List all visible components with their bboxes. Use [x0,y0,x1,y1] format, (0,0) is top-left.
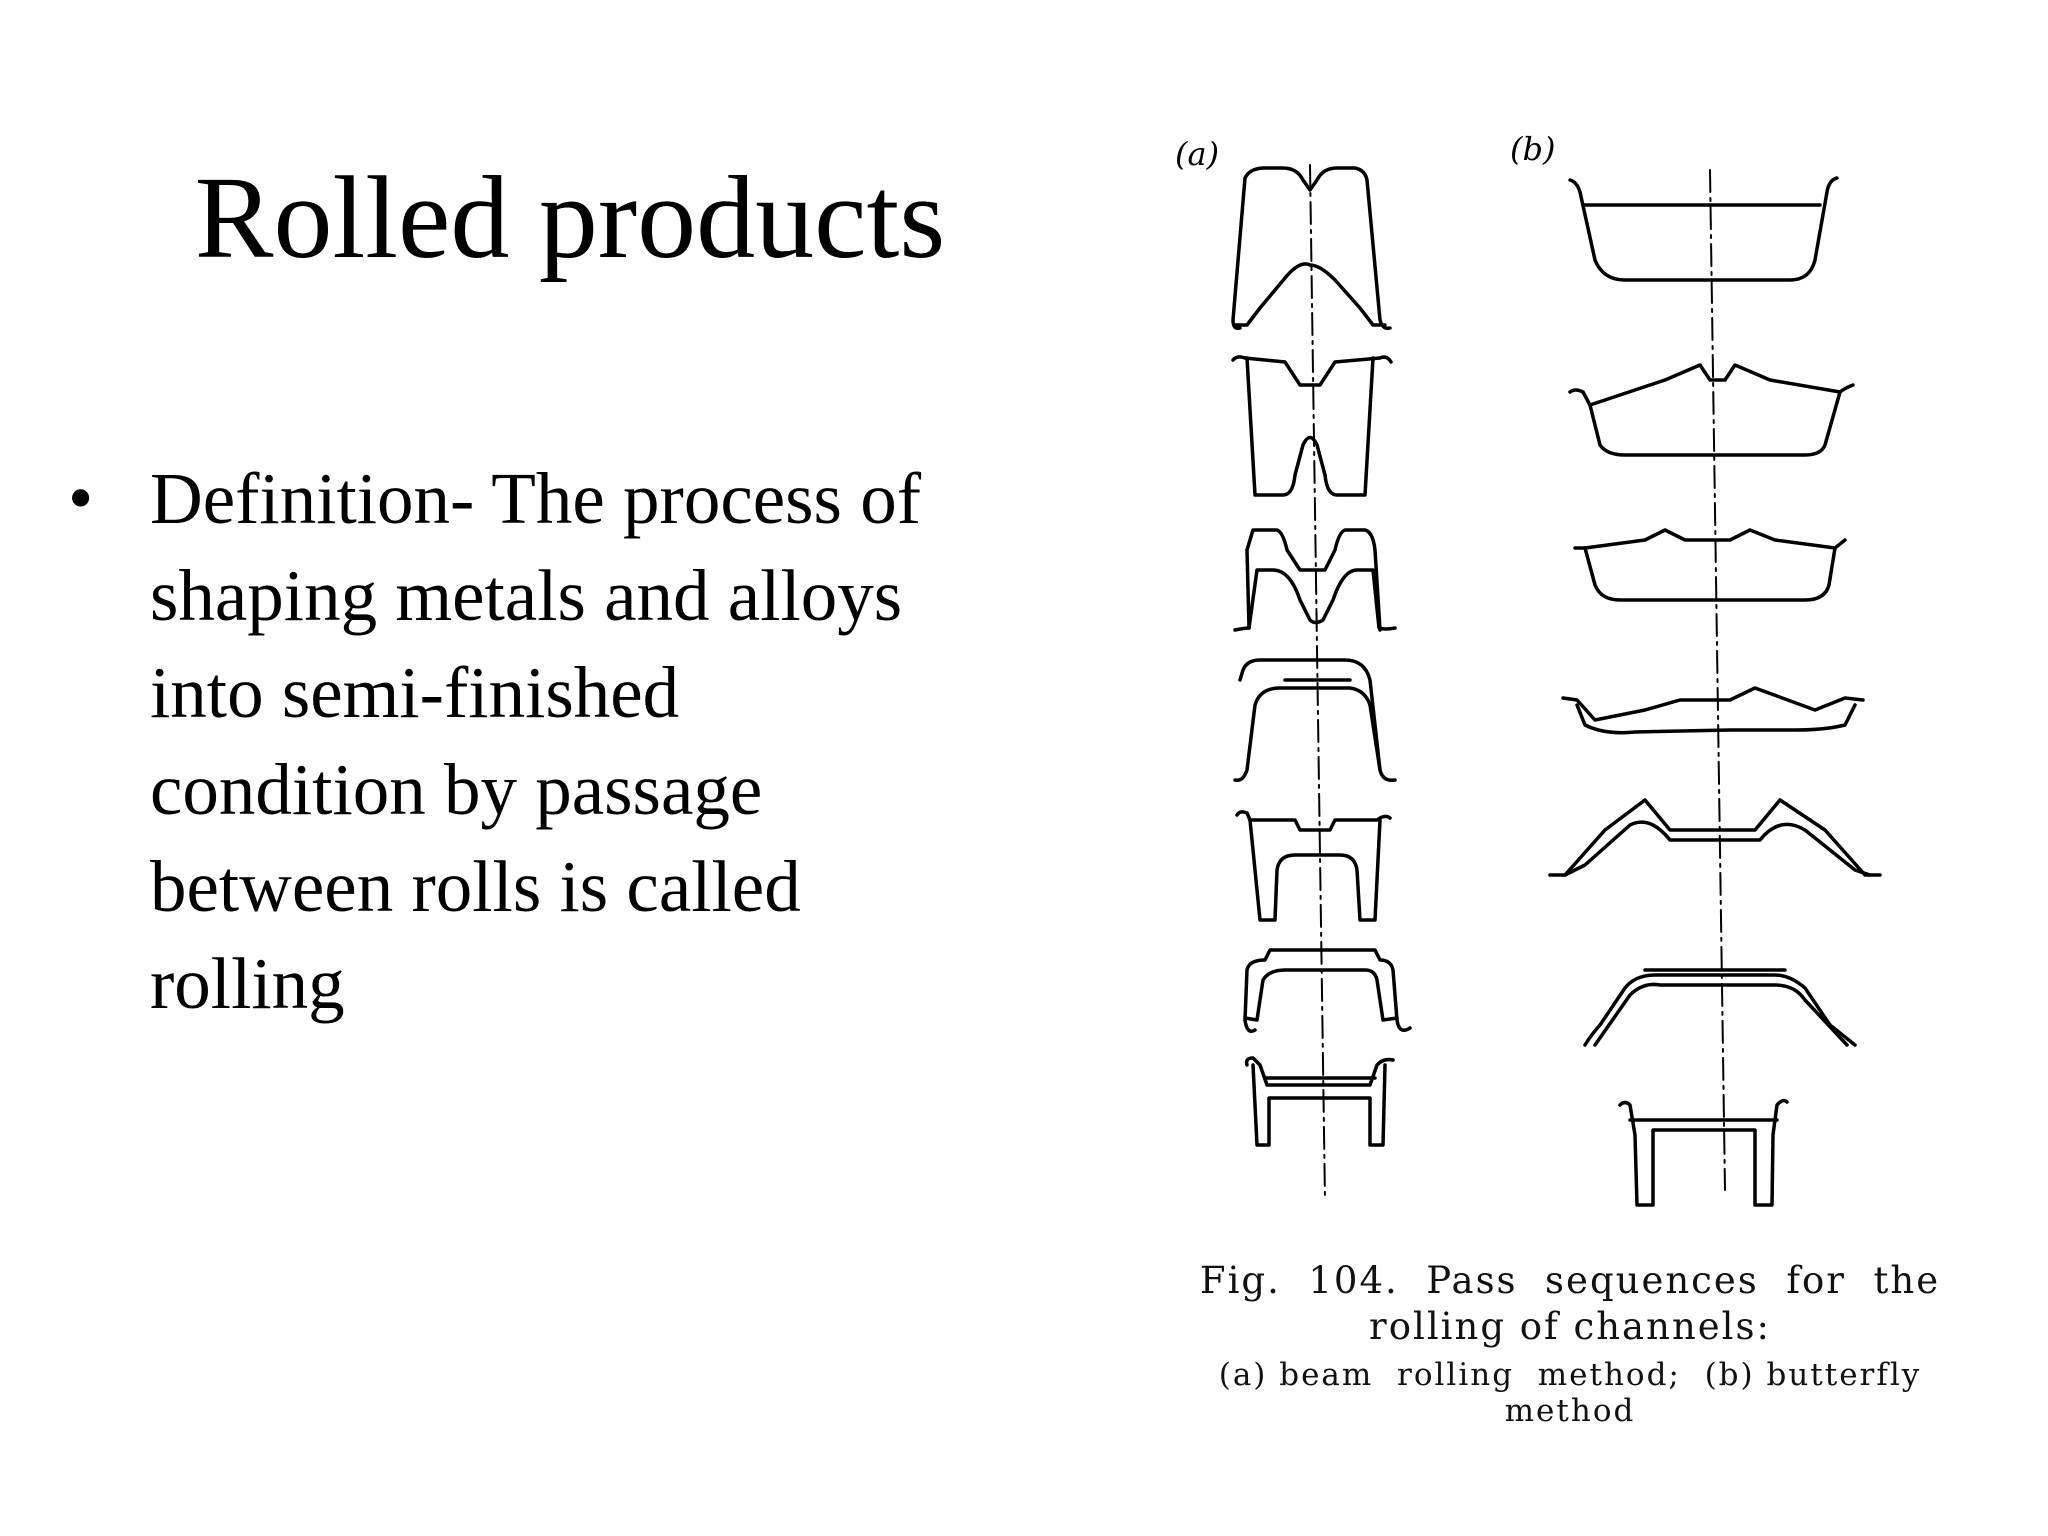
beam-pass-6 [1243,948,1412,1033]
slide-title: Rolled products [194,152,946,283]
caption-line-3: (a) beam rolling method; (b) butterfly [1218,1357,1922,1393]
butterfly-pass-3 [1573,528,1847,602]
butterfly-pass-2 [1568,363,1855,457]
butterfly-pass-6 [1583,968,1857,1047]
centerline-b [1709,169,1726,1191]
beam-pass-4 [1233,658,1397,783]
centerline-a [1309,164,1326,1201]
beam-pass-5 [1235,810,1392,922]
figure-caption: Fig. 104. Pass sequences for the rolling… [1170,1258,1970,1428]
beam-pass-3 [1233,528,1397,632]
butterfly-pass-5 [1548,798,1882,877]
butterfly-pass-7 [1618,1098,1789,1207]
bullet-item: • Definition- The process of shaping met… [68,450,1028,1032]
beam-pass-2 [1231,355,1393,497]
butterfly-pass-4 [1561,686,1865,735]
figure-label-b: (b) [1510,130,1556,168]
butterfly-pass-1 [1568,176,1839,282]
beam-pass-7 [1244,1056,1395,1147]
caption-line-2: rolling of channels: [1369,1305,1771,1348]
beam-pass-1 [1231,166,1392,331]
pass-sequence-figure: (a) (b) [1165,130,1965,1470]
bullet-icon: • [68,458,94,538]
bullet-text: Definition- The process of shaping metal… [150,458,922,1024]
figure-label-a: (a) [1175,135,1220,173]
pass-sequence-drawing [1231,164,1882,1207]
caption-line-1: Fig. 104. Pass sequences for the [1199,1259,1941,1302]
caption-line-4: method [1504,1393,1636,1429]
